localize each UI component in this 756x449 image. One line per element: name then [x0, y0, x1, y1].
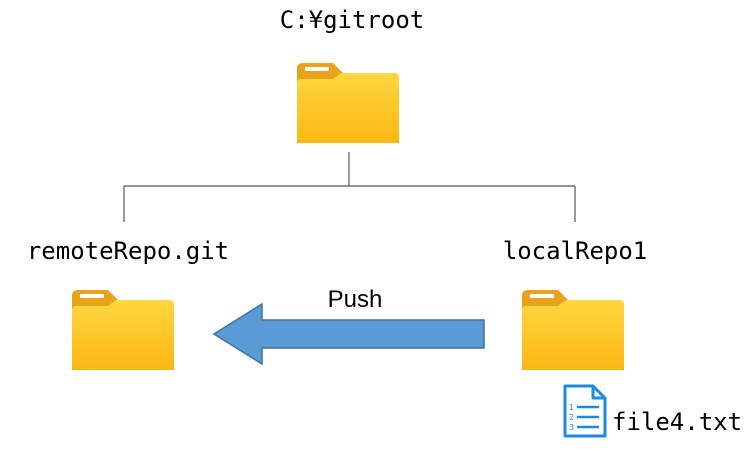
root-folder-label: C:¥gitroot	[279, 6, 425, 34]
root-folder-icon[interactable]	[297, 63, 399, 143]
remote-folder-icon[interactable]	[72, 290, 174, 370]
tree-connector	[123, 152, 576, 222]
local-repo-label: localRepo1	[502, 237, 648, 265]
file-label: file4.txt	[612, 408, 743, 436]
local-folder-icon[interactable]	[522, 290, 624, 370]
svg-text:3: 3	[569, 423, 574, 432]
text-file-icon[interactable]: 1 2 3	[563, 384, 607, 438]
push-label: Push	[327, 286, 383, 313]
remote-repo-label: remoteRepo.git	[26, 237, 230, 265]
svg-text:2: 2	[569, 413, 574, 422]
svg-text:1: 1	[569, 403, 574, 412]
push-arrow	[212, 302, 485, 366]
